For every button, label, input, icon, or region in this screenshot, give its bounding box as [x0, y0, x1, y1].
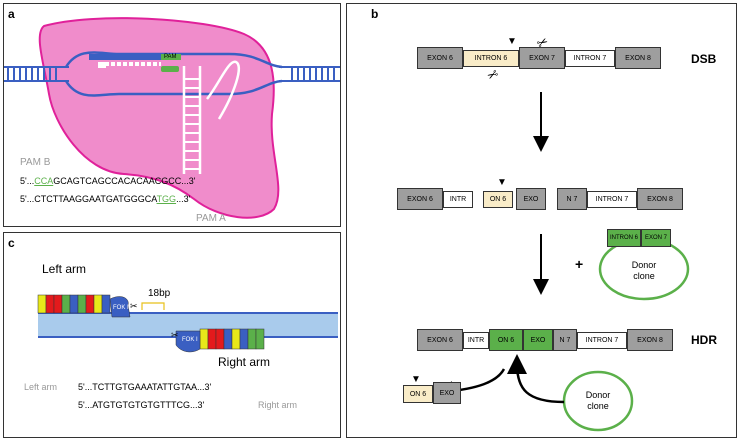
seq-right: 5'...ATGTGTGTGTGTTTCG...3': [78, 400, 205, 410]
panel-c: c Left arm: [3, 232, 341, 438]
row3-intron7: INTRON 7: [577, 332, 627, 349]
fok1-bottom-label: FOK I: [182, 337, 198, 343]
seq2-prefix: 5'...CTCTTAAGGAATGATGGGCA: [20, 194, 157, 204]
pam-tag: PAM: [164, 54, 177, 60]
sequence-line-1: 5'...CCAGCAGTCAGCCACACAACGCC...3': [20, 177, 196, 186]
seq1-prefix: 5'...: [20, 176, 35, 186]
seq-left-label: Left arm: [24, 382, 58, 392]
bp-label: 18bp: [148, 288, 171, 299]
cut-marker-icon-row2: ▼: [497, 177, 507, 188]
row1-exon7: EXON 7: [519, 47, 565, 69]
right-arm-repeats: [199, 328, 265, 350]
panel-label-a: a: [8, 7, 15, 21]
panel-a: a PAM PAM B 5'...CCAGCAGTCAGCCACACAACGCC…: [3, 3, 341, 227]
pam-highlight: [161, 54, 181, 60]
scissors-icon-top: ✂: [130, 301, 138, 311]
donor-intron6: INTRON 6: [607, 229, 641, 247]
row2-on6: ON 6: [483, 191, 513, 208]
panel-label-c: c: [8, 236, 15, 250]
row3-exo: EXO: [523, 329, 553, 351]
row2-exo: EXO: [516, 188, 546, 210]
donor-exon7: EXON 7: [641, 229, 671, 247]
panel-label-b: b: [371, 7, 379, 21]
left-fok1-domain: [109, 296, 131, 318]
left-arm-repeats: [37, 294, 111, 314]
row3-on6: ON 6: [489, 329, 523, 351]
cut-arrow-icon: ▼: [507, 36, 517, 47]
row1-exon6: EXON 6: [417, 47, 463, 69]
dna-ladder-right: [279, 66, 340, 82]
left-arm-title: Left arm: [42, 262, 87, 276]
seq1-pam: CCA: [34, 176, 54, 186]
row1-intron7: INTRON 7: [565, 50, 615, 67]
seq-left: 5'...TCTTGTGAAATATTGTAA...3': [78, 382, 212, 392]
donor-clone-label-top: Donor clone: [631, 260, 657, 281]
seq2-pam: TGG: [156, 194, 177, 204]
seq1-rest: GCAGTCAGCCACACAACGCC...3': [53, 176, 196, 186]
row1-exon8: EXON 8: [615, 47, 661, 69]
right-fok1-domain: [175, 330, 201, 353]
guide-rna-scaffold: [182, 66, 202, 174]
scissors-icon-bottom: ✂: [171, 330, 179, 340]
donor-clone-label-bottom: Donor clone: [585, 390, 611, 411]
sequence-line-2: 5'...CTCTTAAGGAATGATGGGCATGG...3': [20, 195, 190, 204]
panel-b-arrows: [433, 92, 690, 432]
pam-lower: [161, 66, 179, 72]
right-arm-title: Right arm: [218, 355, 271, 369]
fragment-exo: EXO: [433, 382, 461, 404]
dna-ladder-left: [4, 66, 69, 82]
fok1-top-label: FOK I: [113, 305, 129, 311]
seq-right-label: Right arm: [258, 400, 298, 410]
panel-b: b EXON 6 INTRON 6 EXON 7 INTRON 7 EXON 8…: [346, 3, 737, 438]
row3-intr: INTR: [463, 332, 489, 349]
row2-intron7: INTRON 7: [587, 191, 637, 208]
row3-n7: N 7: [553, 329, 577, 351]
row3-exon8: EXON 8: [627, 329, 673, 351]
row2-n7: N 7: [557, 188, 587, 210]
pam-a-label: PAM A: [196, 213, 226, 224]
fragment-on6: ON 6: [403, 385, 433, 403]
row2-exon8: EXON 8: [637, 188, 683, 210]
row3-exon6: EXON 6: [417, 329, 463, 351]
target-strand: [89, 54, 169, 60]
arrow-from-donor: [507, 354, 565, 404]
row1-intron6: INTRON 6: [463, 50, 519, 67]
plus-sign: +: [575, 256, 584, 272]
dsb-label: DSB: [691, 52, 717, 66]
talen-diagram: [37, 294, 338, 353]
pam-b-label: PAM B: [20, 157, 51, 168]
row2-exon6: EXON 6: [397, 188, 443, 210]
row2-intr: INTR: [443, 191, 473, 208]
cut-marker-icon-fragment: ▼: [411, 374, 421, 385]
cas9-diagram: [4, 17, 340, 219]
cas9-protein-shape: [38, 17, 280, 219]
hdr-label: HDR: [691, 333, 717, 347]
seq2-rest: ...3': [176, 194, 191, 204]
